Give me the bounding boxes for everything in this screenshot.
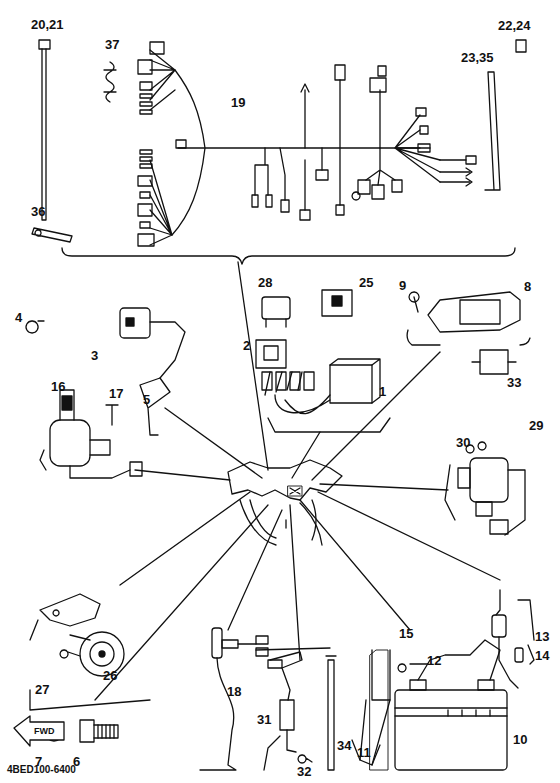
motorcycle-outline — [228, 460, 342, 545]
clamp — [104, 62, 116, 102]
callout-number: 25 — [358, 275, 374, 290]
callout-number: 17 — [108, 386, 124, 401]
wire-harness — [138, 42, 476, 246]
callout-number: 28 — [257, 275, 273, 290]
cable-tie — [39, 40, 50, 49]
direction-label: FWD — [33, 726, 56, 737]
battery — [352, 640, 507, 770]
callout-number: 29 — [528, 418, 544, 433]
leader-lines — [95, 262, 500, 700]
main-switch — [40, 390, 142, 478]
callout-number: 1 — [378, 384, 387, 399]
relay-group — [256, 290, 390, 432]
horn — [30, 594, 124, 676]
callout-number: 23,35 — [460, 50, 495, 65]
group-bracket — [62, 248, 515, 264]
callout-number: 9 — [398, 278, 407, 293]
starter-relay — [445, 442, 525, 535]
callout-number: 11 — [356, 745, 372, 760]
bracket — [32, 228, 72, 242]
callout-number: 2 — [242, 338, 251, 353]
callout-number: 26 — [102, 668, 118, 683]
callout-number: 16 — [50, 379, 66, 394]
callout-number: 8 — [523, 279, 532, 294]
callout-number: 12 — [426, 653, 442, 668]
callout-number: 10 — [512, 732, 528, 747]
regulator — [407, 292, 530, 374]
callout-number: 4 — [14, 310, 23, 325]
direction-arrow — [14, 716, 64, 746]
cable-tie-strap — [485, 72, 500, 190]
callout-number: 36 — [30, 204, 46, 219]
callout-number: 22,24 — [497, 18, 532, 33]
callout-number: 27 — [34, 682, 50, 697]
fuse-holder — [492, 590, 534, 688]
callout-number: 14 — [534, 648, 550, 663]
callout-number: 33 — [506, 375, 522, 390]
callout-number: 20,21 — [30, 17, 65, 32]
callout-number: 32 — [296, 764, 312, 779]
callout-number: 13 — [534, 629, 550, 644]
ignition-coil — [26, 308, 185, 435]
brake-switch-wire — [200, 628, 268, 770]
drawing-code: 4BED100-6400 — [6, 764, 77, 776]
callout-number: 19 — [230, 95, 246, 110]
callout-number: 5 — [142, 392, 151, 407]
callout-number: 34 — [336, 738, 352, 753]
rear-brake-switch — [256, 648, 336, 770]
callout-number: 18 — [226, 684, 242, 699]
callout-number: 30 — [455, 435, 471, 450]
callout-number: 37 — [104, 37, 120, 52]
cable-tie-strap — [42, 49, 46, 220]
neutral-switch — [30, 690, 150, 742]
callout-number: 3 — [90, 348, 99, 363]
cable-tie — [516, 40, 526, 52]
callout-number: 15 — [398, 626, 414, 641]
callout-number: 31 — [256, 712, 272, 727]
